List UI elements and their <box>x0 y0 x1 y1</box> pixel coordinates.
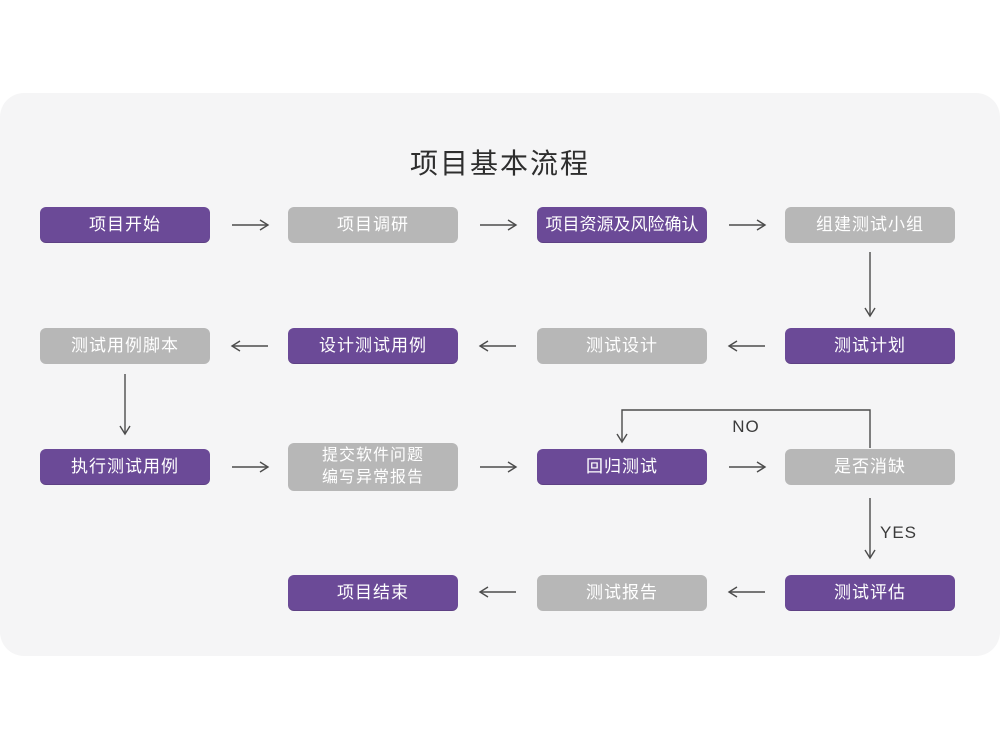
node-execute-test-cases: 执行测试用例 <box>40 449 210 485</box>
node-resource-risk-confirmation: 项目资源及风险确认 <box>537 207 707 243</box>
node-project-research: 项目调研 <box>288 207 458 243</box>
node-project-end: 项目结束 <box>288 575 458 611</box>
node-project-start: 项目开始 <box>40 207 210 243</box>
node-test-case-scripts: 测试用例脚本 <box>40 328 210 364</box>
page-title: 项目基本流程 <box>409 148 590 179</box>
flowchart-card-background <box>0 93 1000 656</box>
edge-label-no: NO <box>732 417 760 436</box>
node-design-test-cases: 设计测试用例 <box>288 328 458 364</box>
edge-label-yes: YES <box>880 523 918 542</box>
node-test-plan: 测试计划 <box>785 328 955 364</box>
node-regression-test: 回归测试 <box>537 449 707 485</box>
node-submit-issue-report: 提交软件问题 编写异常报告 <box>288 443 458 491</box>
node-test-report: 测试报告 <box>537 575 707 611</box>
node-build-test-team: 组建测试小组 <box>785 207 955 243</box>
node-test-design: 测试设计 <box>537 328 707 364</box>
node-defect-resolved-decision: 是否消缺 <box>785 449 955 485</box>
node-test-evaluation: 测试评估 <box>785 575 955 611</box>
